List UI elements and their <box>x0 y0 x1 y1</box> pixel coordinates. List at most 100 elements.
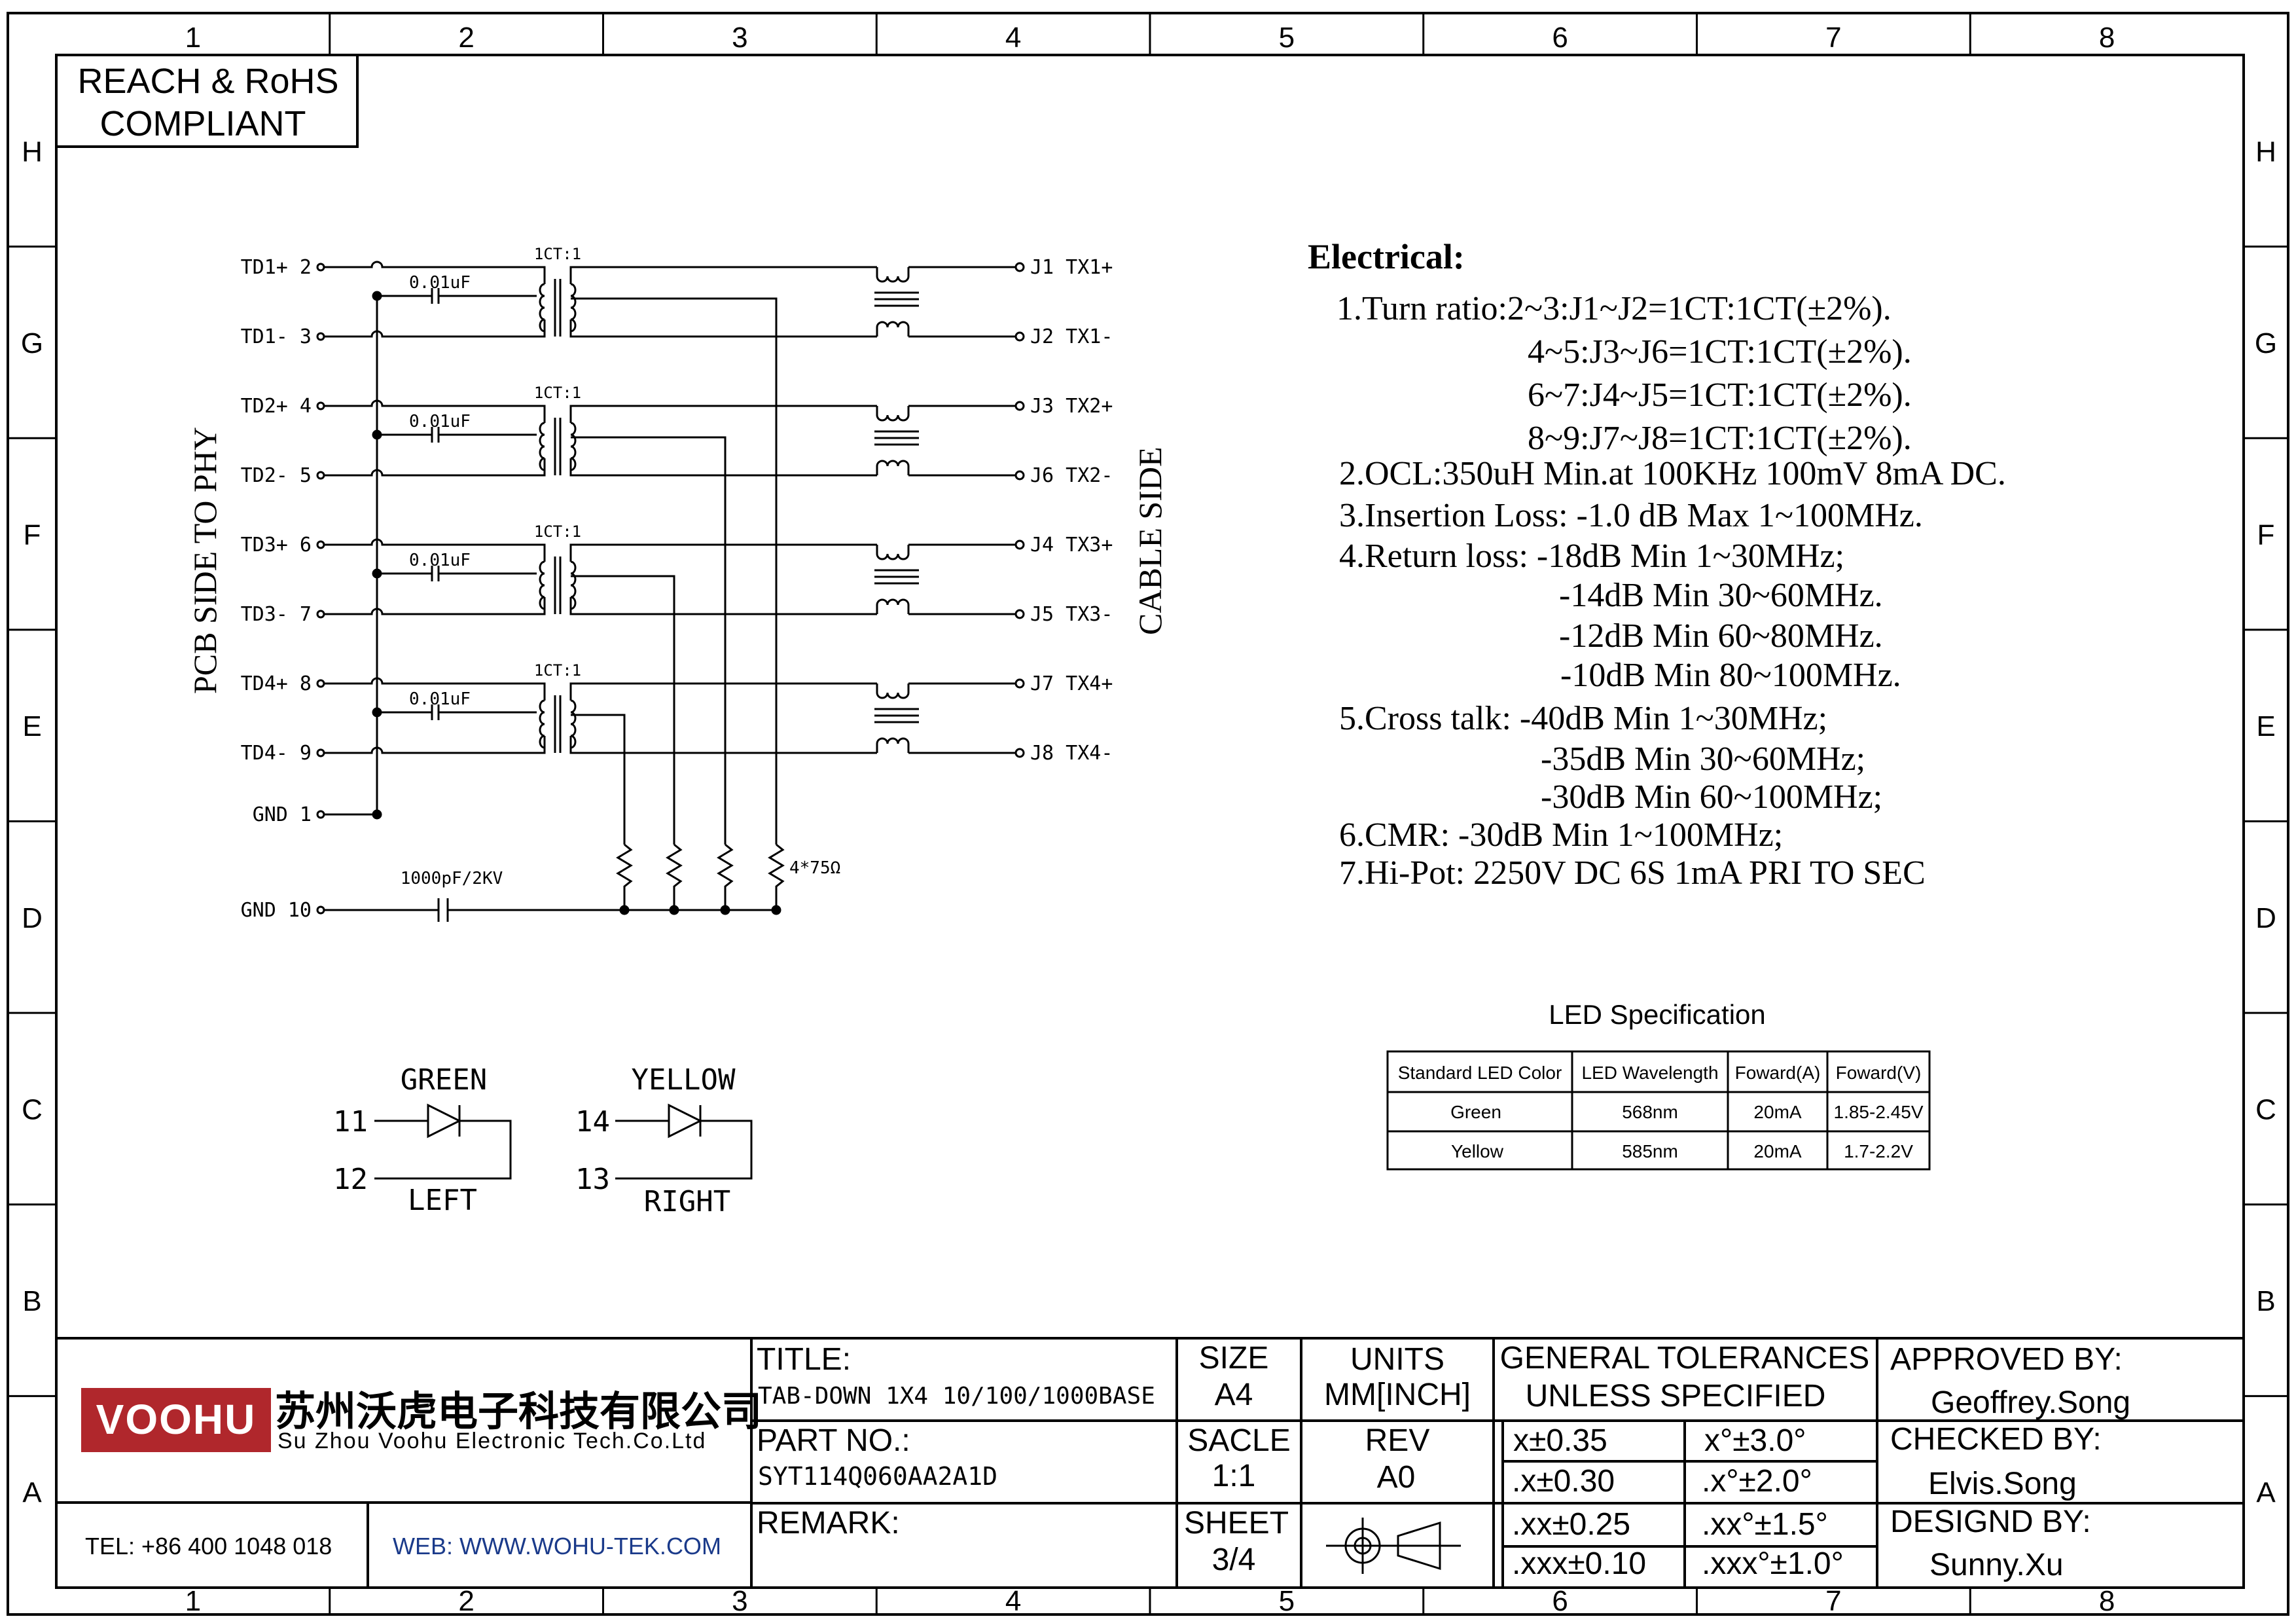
compliance-box <box>55 54 359 148</box>
row-label: E <box>2256 710 2275 742</box>
spec-line: 6.CMR: -30dB Min 1~100MHz; <box>1339 816 1783 854</box>
spec-line: -12dB Min 60~80MHz. <box>1559 617 1883 655</box>
yellow-pin-b: 13 <box>575 1163 610 1196</box>
table-header: Standard LED Color <box>1398 1063 1562 1083</box>
wire <box>569 682 583 701</box>
right-pin-label: J6 TX2- <box>1030 464 1113 487</box>
outer-frame <box>7 12 2289 1616</box>
company-web: WEB: WWW.WOHU-TEK.COM <box>393 1533 721 1559</box>
column-label: 8 <box>2099 1585 2115 1617</box>
wire <box>569 597 583 615</box>
wire <box>569 266 583 284</box>
checked-label: CHECKED BY: <box>1890 1422 2102 1457</box>
right-pin-label: J5 TX3- <box>1030 603 1113 626</box>
spec-line: -14dB Min 30~60MHz. <box>1559 577 1883 614</box>
compliance-line1: REACH & RoHS <box>77 62 338 101</box>
company-logo <box>81 1388 271 1452</box>
right-pin-label: J4 TX3+ <box>1030 534 1113 556</box>
hv-cap-label: 1000pF/2KV <box>401 869 503 888</box>
transformer-primary <box>539 283 545 333</box>
center-tap-wire <box>571 714 626 845</box>
title-block-text: TITLE: TAB-DOWN 1X4 10/100/1000BASE PART… <box>757 1341 2130 1582</box>
right-pin-label: J2 TX1- <box>1030 325 1113 348</box>
company-name-en: Su Zhou Voohu Electronic Tech.Co.Ltd <box>278 1429 706 1453</box>
row-label: F <box>2257 519 2275 551</box>
table-cell: 1.7-2.2V <box>1844 1141 1913 1161</box>
spec-line: 2.OCL:350uH Min.at 100KHz 100mV 8mA DC. <box>1339 455 2006 492</box>
table-cell: 20mA <box>1753 1141 1801 1161</box>
row-label: A <box>22 1477 42 1509</box>
row-label: D <box>22 902 43 934</box>
choke-winding <box>876 598 910 614</box>
tolerance-angular: .x°±2.0° <box>1702 1464 1812 1499</box>
yellow-pin-a: 14 <box>575 1105 610 1139</box>
wire <box>324 399 546 423</box>
column-label: 1 <box>185 22 201 54</box>
left-pin-label: TD1+ 2 <box>241 256 312 279</box>
tolerance-subtitle: UNLESS SPECIFIED <box>1526 1379 1826 1413</box>
designed-value: Sunny.Xu <box>1929 1548 2064 1582</box>
yellow-led <box>615 1103 753 1180</box>
logo-text: VOOHU <box>96 1396 257 1443</box>
units-label: UNITS <box>1350 1342 1444 1377</box>
yellow-led-side: RIGHT <box>644 1185 730 1218</box>
column-label: 5 <box>1279 1585 1295 1617</box>
row-label: C <box>2255 1093 2276 1125</box>
choke-winding <box>876 321 910 337</box>
cable-side-label: CABLE SIDE <box>1132 447 1168 636</box>
electrical-heading: Electrical: <box>1308 237 1465 276</box>
left-pin-label: TD2+ 4 <box>241 395 312 418</box>
column-label: 2 <box>458 22 474 54</box>
choke-winding <box>876 460 910 475</box>
tolerance-title: GENERAL TOLERANCES <box>1500 1341 1870 1376</box>
electrical-spec: Electrical: 1.Turn ratio:2~3:J1~J2=1CT:1… <box>1308 237 2006 892</box>
column-label: 8 <box>2099 22 2115 54</box>
pin-terminal <box>316 679 325 688</box>
left-pin-label: TD2- 5 <box>241 464 312 487</box>
spec-line: 6~7:J4~J5=1CT:1CT(±2%). <box>1528 376 1912 414</box>
cap-label: 0.01uF <box>409 689 471 709</box>
tolerance-linear: x±0.35 <box>1513 1423 1607 1458</box>
pin-terminal <box>316 810 325 819</box>
termination-resistor <box>666 843 683 910</box>
choke-winding <box>876 406 910 422</box>
ratio-label: 1CT:1 <box>534 245 581 263</box>
wire <box>569 319 583 338</box>
column-label: 6 <box>1552 1585 1568 1617</box>
left-pin-label: TD3- 7 <box>241 603 312 626</box>
pin-terminal <box>316 263 325 272</box>
pin-terminal <box>1014 748 1025 758</box>
led-labels: GREEN 11 12 LEFT YELLOW 14 13 RIGHT <box>333 1063 736 1218</box>
right-pin-label: J7 TX4+ <box>1030 672 1113 695</box>
ratio-label: 1CT:1 <box>534 522 581 541</box>
transformer-primary <box>539 422 545 471</box>
column-label: 7 <box>1825 1585 1841 1617</box>
transformer-secondary <box>570 560 577 610</box>
led-spec-title: LED Specification <box>1549 999 1766 1030</box>
choke-winding <box>876 684 910 699</box>
tolerance-angular: x°±3.0° <box>1704 1423 1806 1458</box>
transformer-secondary <box>570 422 577 471</box>
pin-terminal <box>316 905 325 915</box>
column-label: 6 <box>1552 22 1568 54</box>
pin-terminal <box>1014 401 1025 411</box>
column-label: 3 <box>732 22 747 54</box>
pin-terminal <box>316 471 325 480</box>
tolerance-angular: .xxx°±1.0° <box>1702 1546 1844 1581</box>
column-label: 4 <box>1005 22 1021 54</box>
title-value: TAB-DOWN 1X4 10/100/1000BASE <box>758 1383 1155 1410</box>
led-circuits <box>374 1103 753 1180</box>
table-cell: Yellow <box>1451 1141 1504 1161</box>
projection-symbol <box>1326 1518 1461 1574</box>
termination-resistor <box>717 843 734 910</box>
transformer-primary <box>539 699 545 749</box>
scale-label: SACLE <box>1187 1423 1290 1458</box>
column-label: 3 <box>732 1585 747 1617</box>
pin-terminal <box>316 332 325 341</box>
pin-terminal <box>1014 262 1025 272</box>
wire <box>324 319 546 338</box>
left-pin-label: GND 1 <box>253 803 312 826</box>
pin-terminal <box>1014 609 1025 619</box>
termination-resistor <box>616 843 633 910</box>
